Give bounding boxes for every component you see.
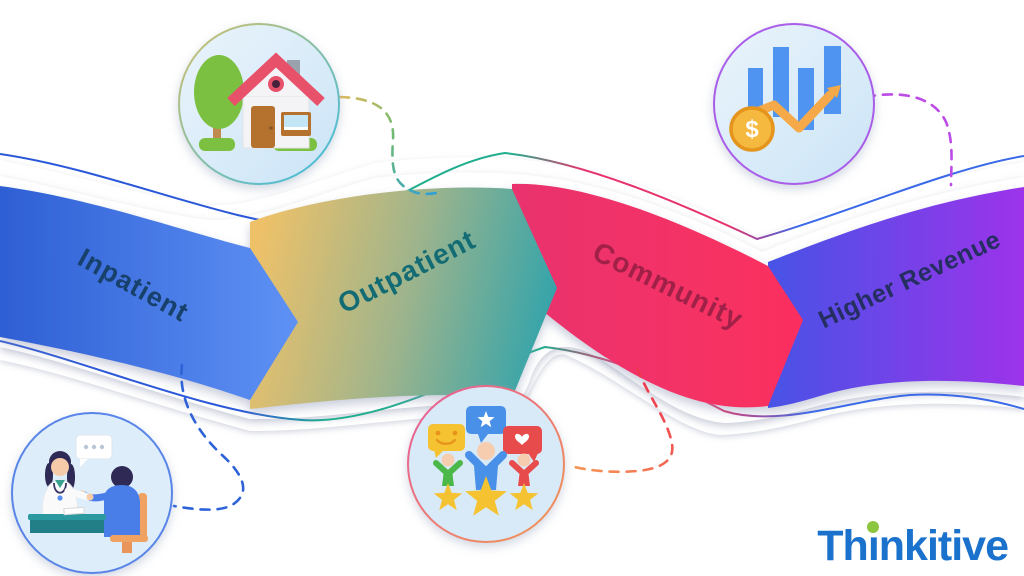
attic-window (272, 80, 280, 88)
logo-green-dot-icon (867, 521, 880, 533)
band-higher-revenue (768, 187, 1024, 408)
chair-seat (110, 535, 148, 542)
band-community (512, 183, 803, 408)
revenue-growth-icon: $ (713, 23, 875, 185)
home-icon (178, 23, 340, 185)
logo-text-after: nkitive (878, 522, 1009, 570)
desk-front (30, 520, 104, 533)
house-roof (227, 52, 325, 107)
patient (78, 466, 140, 537)
band-outpatient (250, 187, 557, 409)
figure-right (509, 453, 539, 511)
community-rating-icon (407, 385, 565, 543)
revenue-icon-circle (713, 23, 875, 185)
smiley-speech-bubble (428, 424, 465, 458)
connector-community-to-icon (568, 366, 674, 474)
speech-bubble (75, 434, 113, 467)
window-glass (284, 115, 308, 127)
logo-text-before: Th (817, 522, 869, 570)
thinkitive-logo: Th i nkitive (817, 521, 1009, 570)
desk-top (28, 514, 106, 520)
chair-leg (122, 542, 132, 553)
figure-left (433, 453, 463, 511)
wave-outline-top (0, 151, 1024, 241)
band-inpatient (0, 186, 298, 400)
dollar-coin (729, 106, 775, 152)
star-speech-bubble (466, 406, 506, 443)
tree-foliage (194, 55, 244, 129)
chair-back (138, 493, 147, 541)
figure-center (465, 442, 507, 516)
growth-arrow-head (827, 85, 841, 98)
house-door (251, 106, 275, 148)
desk-paper (63, 506, 85, 516)
wave-outline-bottom (0, 340, 1024, 422)
doctor (41, 451, 94, 516)
dollar-symbol: $ (745, 116, 759, 143)
connector-revenue-to-band (864, 93, 953, 187)
doctor-consultation-icon (11, 412, 173, 574)
window-sill (284, 127, 308, 130)
wave-band-group (0, 183, 1024, 409)
heart-speech-bubble (503, 426, 542, 462)
grass-left (199, 138, 235, 151)
door-knob (269, 126, 273, 130)
tree-trunk (213, 118, 221, 144)
logo-accent-letter: i (867, 521, 880, 570)
connector-inpatient-to-doctor (172, 363, 245, 511)
connector-home-to-outpatient (338, 95, 438, 196)
